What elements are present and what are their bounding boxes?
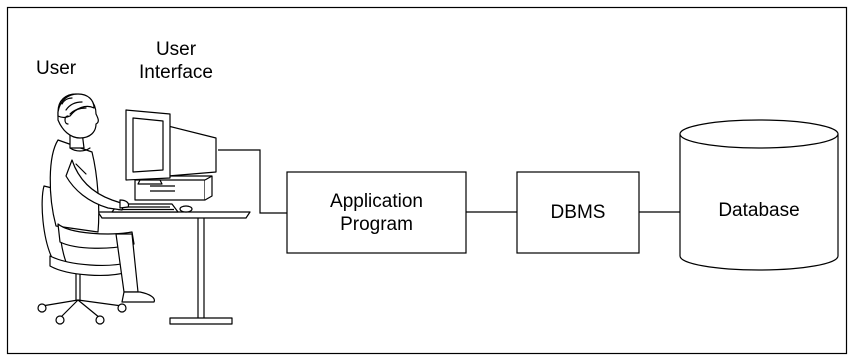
application-program-line2: Program xyxy=(340,213,413,235)
computer-workstation-icon xyxy=(97,109,251,325)
user-interface-label-line2: Interface xyxy=(139,62,213,83)
database-node: Database xyxy=(680,150,838,270)
application-program-line1: Application xyxy=(330,190,423,212)
dbms-box xyxy=(516,171,640,254)
connectors xyxy=(218,149,680,214)
cylinder-database-icon xyxy=(679,119,839,271)
database-label: Database xyxy=(718,199,800,221)
user-interface-label-line1: User xyxy=(155,39,197,60)
connector-ui-to-application xyxy=(218,149,287,214)
application-program-box xyxy=(286,171,467,254)
person-seated-icon xyxy=(37,93,155,325)
application-program-node: Application Program xyxy=(287,172,466,253)
user-interface-label: User Interface xyxy=(136,38,216,84)
dbms-label: DBMS xyxy=(550,202,606,223)
user-label: User xyxy=(36,58,77,79)
dbms-node: DBMS xyxy=(517,172,639,253)
